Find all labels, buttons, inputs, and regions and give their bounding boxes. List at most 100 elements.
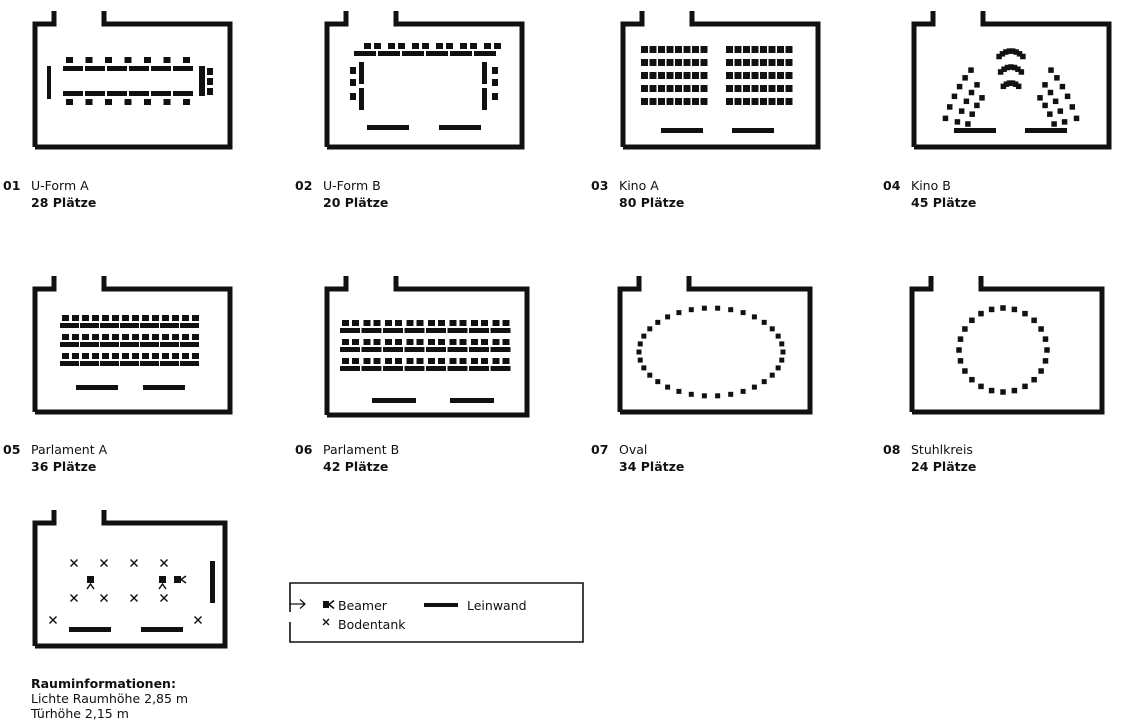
table xyxy=(361,366,382,371)
room-wall xyxy=(909,276,1105,415)
seat xyxy=(350,67,356,74)
table xyxy=(447,366,468,371)
table xyxy=(469,347,489,352)
seat xyxy=(962,75,968,81)
seat xyxy=(768,59,776,66)
seat xyxy=(398,43,405,49)
seat xyxy=(768,98,776,105)
bodentank-icon xyxy=(100,594,108,602)
seat xyxy=(92,334,99,340)
seat xyxy=(760,85,767,92)
seat xyxy=(1042,82,1048,88)
seat xyxy=(1069,104,1076,110)
bodentank-icon xyxy=(70,559,78,567)
layout-seats: 28 Plätze xyxy=(31,195,97,210)
legend-beamer-label: Beamer xyxy=(338,598,387,613)
table xyxy=(361,328,382,333)
seat xyxy=(1012,81,1019,87)
seat xyxy=(1001,66,1007,72)
seat xyxy=(1016,51,1023,57)
room-wall xyxy=(617,276,813,415)
seat xyxy=(641,85,648,92)
seat xyxy=(207,68,213,75)
table xyxy=(426,366,446,371)
seat xyxy=(777,46,784,53)
seat xyxy=(1073,115,1080,122)
seat xyxy=(751,384,757,390)
seat xyxy=(1031,376,1037,383)
seat xyxy=(726,59,733,66)
seat xyxy=(1047,111,1053,117)
seat xyxy=(385,339,392,345)
seat xyxy=(701,305,707,311)
table xyxy=(120,361,139,366)
room-wall xyxy=(324,11,525,150)
seat xyxy=(785,59,793,66)
leinwand-icon xyxy=(424,603,458,607)
seat xyxy=(988,306,995,313)
screen xyxy=(732,128,774,133)
seat xyxy=(740,388,746,394)
seat xyxy=(688,391,694,397)
seat xyxy=(428,320,435,326)
table xyxy=(383,366,403,371)
room-wall xyxy=(32,510,228,649)
seat xyxy=(373,339,381,345)
table xyxy=(160,361,179,366)
table xyxy=(383,347,403,352)
seat xyxy=(502,320,510,326)
seat xyxy=(761,319,767,325)
table xyxy=(426,347,446,352)
seat xyxy=(492,79,498,86)
seat xyxy=(373,358,381,364)
bodentank-icon xyxy=(130,559,138,567)
legend: Beamer Bodentank Leinwand xyxy=(289,582,584,643)
seat xyxy=(761,379,767,385)
seat xyxy=(675,46,682,53)
seat xyxy=(172,353,179,359)
seat xyxy=(978,383,984,390)
seat xyxy=(655,379,661,385)
seat xyxy=(649,85,657,92)
seat xyxy=(956,347,962,353)
table xyxy=(404,366,425,371)
seat xyxy=(85,99,93,105)
seat xyxy=(974,82,980,88)
seat xyxy=(641,46,648,53)
seat xyxy=(658,98,665,105)
seat xyxy=(82,334,89,340)
seat xyxy=(1009,80,1016,86)
seat xyxy=(779,341,785,347)
seat xyxy=(743,59,750,66)
seat xyxy=(969,317,975,324)
layout-seats: 24 Plätze xyxy=(911,459,977,474)
table xyxy=(404,328,425,333)
seat xyxy=(144,57,151,63)
table xyxy=(340,347,360,352)
table xyxy=(63,66,83,71)
room-wall xyxy=(324,276,530,418)
seat xyxy=(192,334,199,340)
seat xyxy=(207,88,213,95)
beamer-icon xyxy=(158,576,167,590)
seat xyxy=(688,307,694,313)
seat xyxy=(969,111,975,117)
seat xyxy=(172,315,179,321)
seat xyxy=(700,46,708,53)
room-plan-parlament-a xyxy=(32,276,233,415)
seat xyxy=(438,320,445,326)
seat xyxy=(999,51,1006,57)
seat xyxy=(751,59,759,66)
seat xyxy=(979,95,985,101)
table xyxy=(129,91,149,96)
seat xyxy=(785,85,793,92)
seat xyxy=(700,59,708,66)
seat xyxy=(751,98,759,105)
table xyxy=(85,91,105,96)
table xyxy=(63,91,83,96)
seat xyxy=(502,358,510,364)
seat xyxy=(446,43,453,49)
table xyxy=(85,66,105,71)
seat xyxy=(85,57,93,63)
table xyxy=(173,66,193,71)
